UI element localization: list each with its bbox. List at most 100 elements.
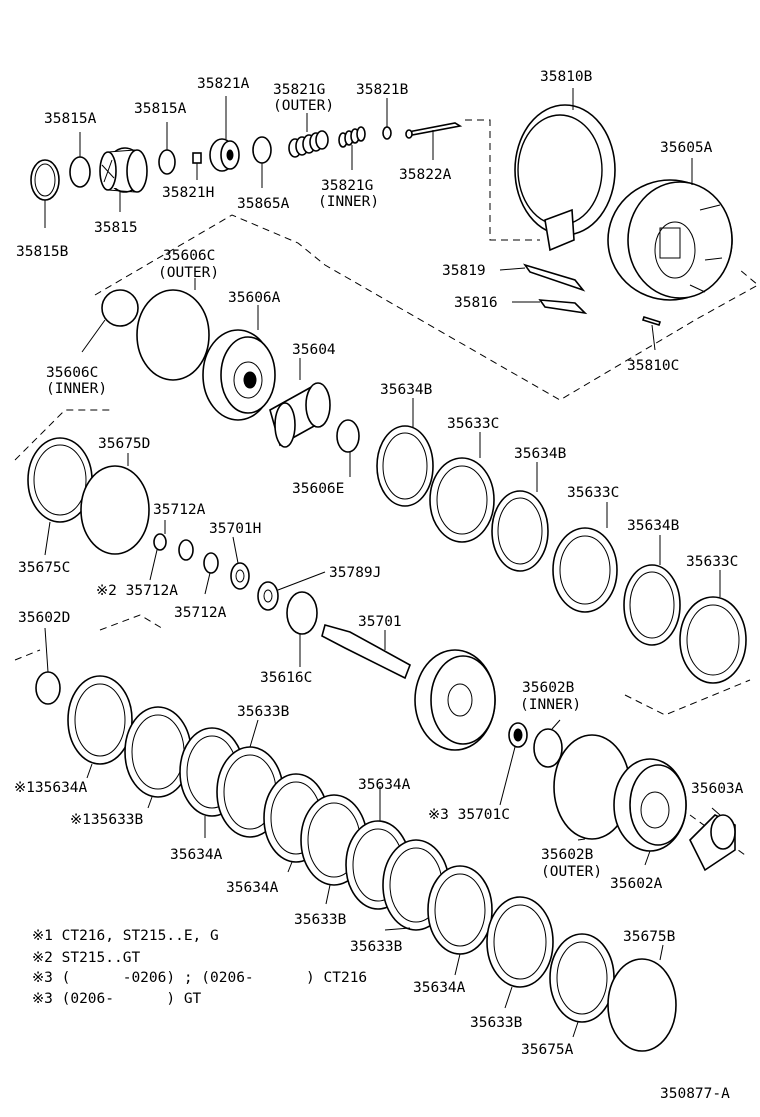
seal-35602B-inner [533, 728, 563, 768]
label-35810B: 35810B [540, 69, 593, 85]
hub-35604 [269, 382, 331, 448]
label-35815A: 35815A [134, 101, 187, 117]
spring-35821G-inner [338, 126, 366, 148]
label-35815A: 35815A [44, 111, 97, 127]
washer-35712A-a [153, 533, 167, 551]
label-35819: 35819 [442, 263, 486, 279]
disc-35633B-1 [124, 706, 192, 798]
bearing-35701C [508, 722, 528, 748]
label-35821G-outer-note: (OUTER) [273, 98, 334, 114]
label-35712A: 35712A [174, 605, 227, 621]
label-35633B: 35633B [294, 912, 347, 928]
footnote-4: ※3 (0206- ) GT [32, 991, 202, 1007]
label-35634A: 35634A [226, 880, 279, 896]
label-35634A: 35634A [358, 777, 411, 793]
label-35602B-outer-note: (OUTER) [541, 864, 602, 880]
pin-35810C [641, 316, 662, 326]
label-35821B: 35821B [356, 82, 409, 98]
spring-35821G-outer [288, 130, 329, 158]
label-35815: 35815 [94, 220, 138, 236]
label-35602B-inner-note: (INNER) [520, 697, 581, 713]
label-35634A: 35634A [170, 847, 223, 863]
label-35634A: 35634A [413, 980, 466, 996]
ring-35815A-left [69, 156, 91, 188]
footnote-2: ※2 ST215..GT [32, 950, 140, 966]
band-35810B [514, 104, 616, 252]
drum-35605A [607, 179, 733, 301]
label-35816: 35816 [454, 295, 498, 311]
seal-35606C-inner [101, 289, 139, 327]
label-35606A: 35606A [228, 290, 281, 306]
label-35865A: 35865A [237, 196, 290, 212]
plate-35634A-1 [67, 675, 133, 765]
ring-35815A-right [158, 149, 176, 175]
label-35633B: 35633B [470, 1015, 523, 1031]
label-35634B: 35634B [627, 518, 680, 534]
label-35633B-note1: ※135633B [70, 812, 144, 828]
plate-35634B-2 [491, 490, 549, 572]
pin-35821H [192, 152, 202, 164]
label-35616C: 35616C [260, 670, 312, 686]
washer-35821B [382, 126, 392, 140]
label-35602A: 35602A [610, 876, 663, 892]
assembly-outlines [14, 119, 759, 856]
label-35633B: 35633B [350, 939, 403, 955]
label-35675D: 35675D [98, 436, 150, 452]
washer-35712A-b [178, 539, 194, 561]
leader-lines [44, 88, 721, 1038]
label-35633C: 35633C [686, 554, 738, 570]
disc-35633C-3 [679, 596, 747, 684]
label-35606E: 35606E [292, 481, 344, 497]
label-35603A: 35603A [691, 781, 744, 797]
snap-ring-35606E [336, 419, 360, 453]
footnotes: ※1 CT216, ST215..E, G ※2 ST215..GT ※3 ( … [32, 928, 367, 1007]
ring-35616C [286, 591, 318, 635]
plate-35634A-5 [427, 865, 493, 955]
label-35675C: 35675C [18, 560, 70, 576]
label-35602D: 35602D [18, 610, 70, 626]
label-35815B: 35815B [16, 244, 69, 260]
washer-35789J [257, 581, 279, 611]
disc-35633B-5 [486, 896, 554, 988]
ring-35865A [252, 136, 272, 164]
label-35789J: 35789J [329, 565, 381, 581]
label-35634B: 35634B [514, 446, 567, 462]
snap-ring-35815B [30, 159, 60, 201]
label-35605A: 35605A [660, 140, 713, 156]
label-35712A-note2: ※2 35712A [96, 583, 178, 599]
part-labels: 35815A 35815A 35821A 35821G (OUTER) 3582… [14, 69, 744, 1058]
piston-35821A [209, 138, 240, 172]
shaft-35701 [321, 624, 496, 751]
label-35602B-inner: 35602B [522, 680, 575, 696]
label-35602B-outer: 35602B [541, 847, 594, 863]
disc-35633C-1 [429, 457, 495, 543]
label-35604: 35604 [292, 342, 336, 358]
label-35701H: 35701H [209, 521, 261, 537]
label-35606C-inner-note: (INNER) [46, 381, 107, 397]
plate-35675D [80, 465, 150, 555]
label-35701: 35701 [358, 614, 402, 630]
label-35606C-outer: 35606C [163, 248, 215, 264]
hub-35603A [689, 814, 736, 872]
label-35821H: 35821H [162, 185, 214, 201]
label-35810C: 35810C [627, 358, 679, 374]
label-35633B: 35633B [237, 704, 290, 720]
label-35821G-inner-note: (INNER) [318, 194, 379, 210]
plate-35634B-3 [623, 564, 681, 646]
sleeve-35815 [99, 147, 148, 193]
plate-35634B-1 [376, 425, 434, 507]
footnote-1: ※1 CT216, ST215..E, G [32, 928, 219, 944]
label-35633C: 35633C [447, 416, 499, 432]
snap-ring-35602D [35, 671, 61, 705]
rod-35822A [405, 122, 463, 139]
strut-35816 [538, 299, 588, 315]
label-35634B: 35634B [380, 382, 433, 398]
plate-35675A [549, 933, 615, 1023]
strut-35819 [522, 263, 586, 292]
label-35712A: 35712A [153, 502, 206, 518]
plate-35675B [607, 958, 677, 1052]
label-35821A: 35821A [197, 76, 250, 92]
label-35606C-outer-note: (OUTER) [158, 265, 219, 281]
label-35633C: 35633C [567, 485, 619, 501]
